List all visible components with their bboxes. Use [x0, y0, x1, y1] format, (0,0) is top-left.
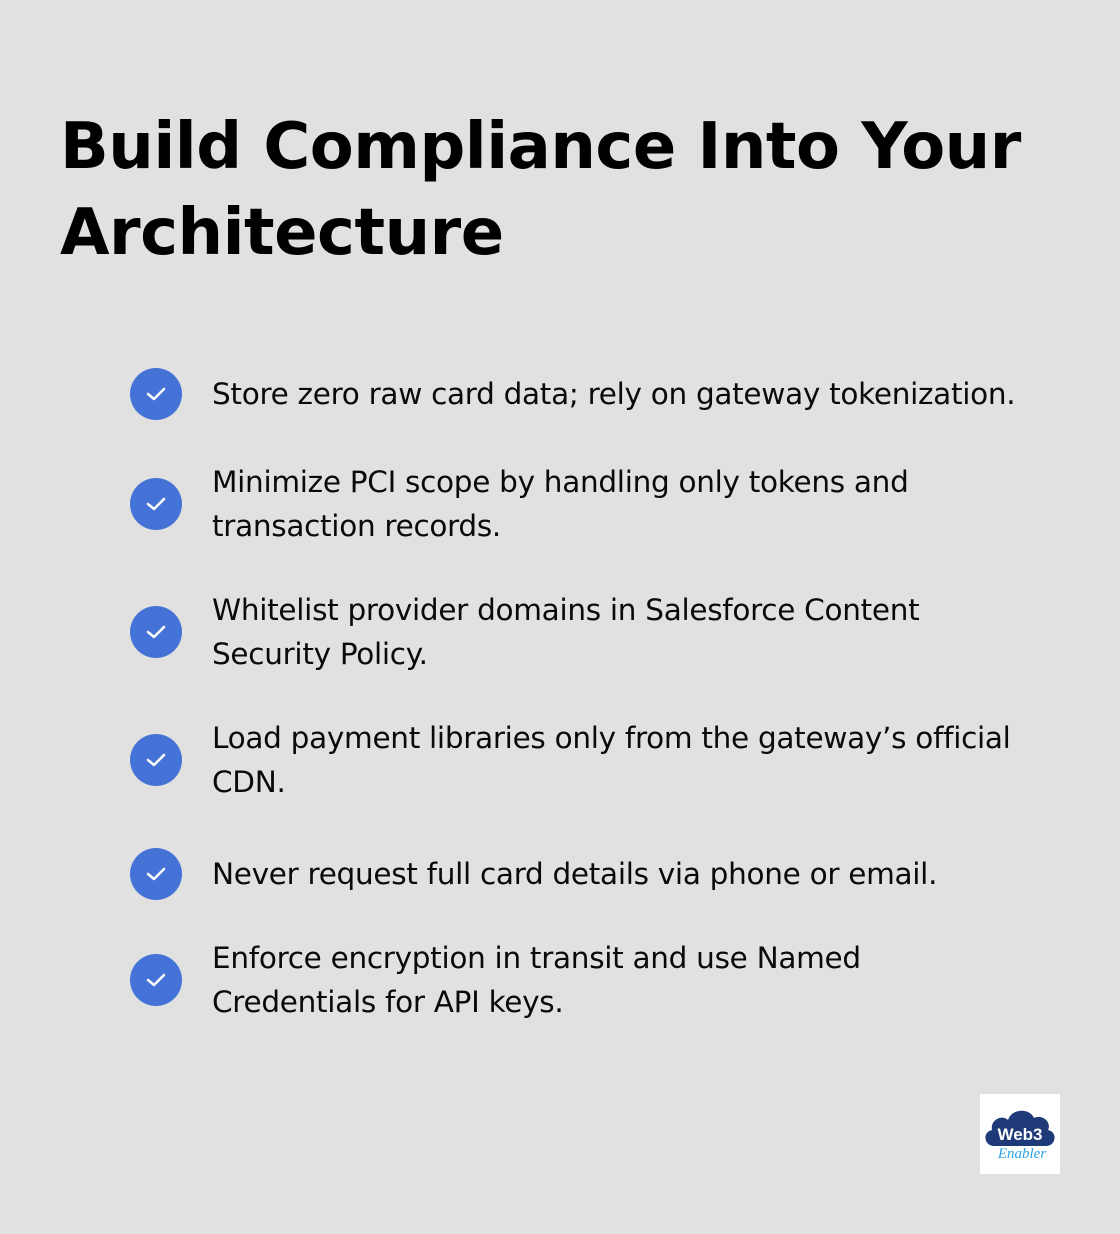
list-item-text: Never request full card details via phon… — [212, 857, 938, 891]
page-title: Build Compliance Into Your Architecture — [60, 110, 1021, 270]
check-icon — [130, 368, 182, 420]
svg-text:Web3: Web3 — [997, 1125, 1042, 1144]
check-icon — [130, 734, 182, 786]
list-item: Enforce encryption in transit and use Na… — [130, 936, 1050, 1024]
list-item-text: Load payment libraries only from the gat… — [212, 721, 1011, 799]
list-item-text: Whitelist provider domains in Salesforce… — [212, 593, 920, 671]
list-item-text: Enforce encryption in transit and use Na… — [212, 941, 861, 1019]
list-item: Store zero raw card data; rely on gatewa… — [130, 368, 1050, 420]
list-item: Whitelist provider domains in Salesforce… — [130, 588, 1050, 676]
check-icon — [130, 848, 182, 900]
list-item-text: Minimize PCI scope by handling only toke… — [212, 465, 909, 543]
list-item-text: Store zero raw card data; rely on gatewa… — [212, 377, 1016, 411]
check-icon — [130, 478, 182, 530]
list-item: Minimize PCI scope by handling only toke… — [130, 460, 1050, 548]
cloud-icon: Web3 Enabler — [985, 1110, 1055, 1162]
web3-enabler-logo: Web3 Enabler — [980, 1094, 1060, 1174]
list-item: Load payment libraries only from the gat… — [130, 716, 1050, 804]
check-icon — [130, 606, 182, 658]
svg-text:Enabler: Enabler — [997, 1146, 1046, 1162]
check-icon — [130, 954, 182, 1006]
list-item: Never request full card details via phon… — [130, 848, 1050, 900]
